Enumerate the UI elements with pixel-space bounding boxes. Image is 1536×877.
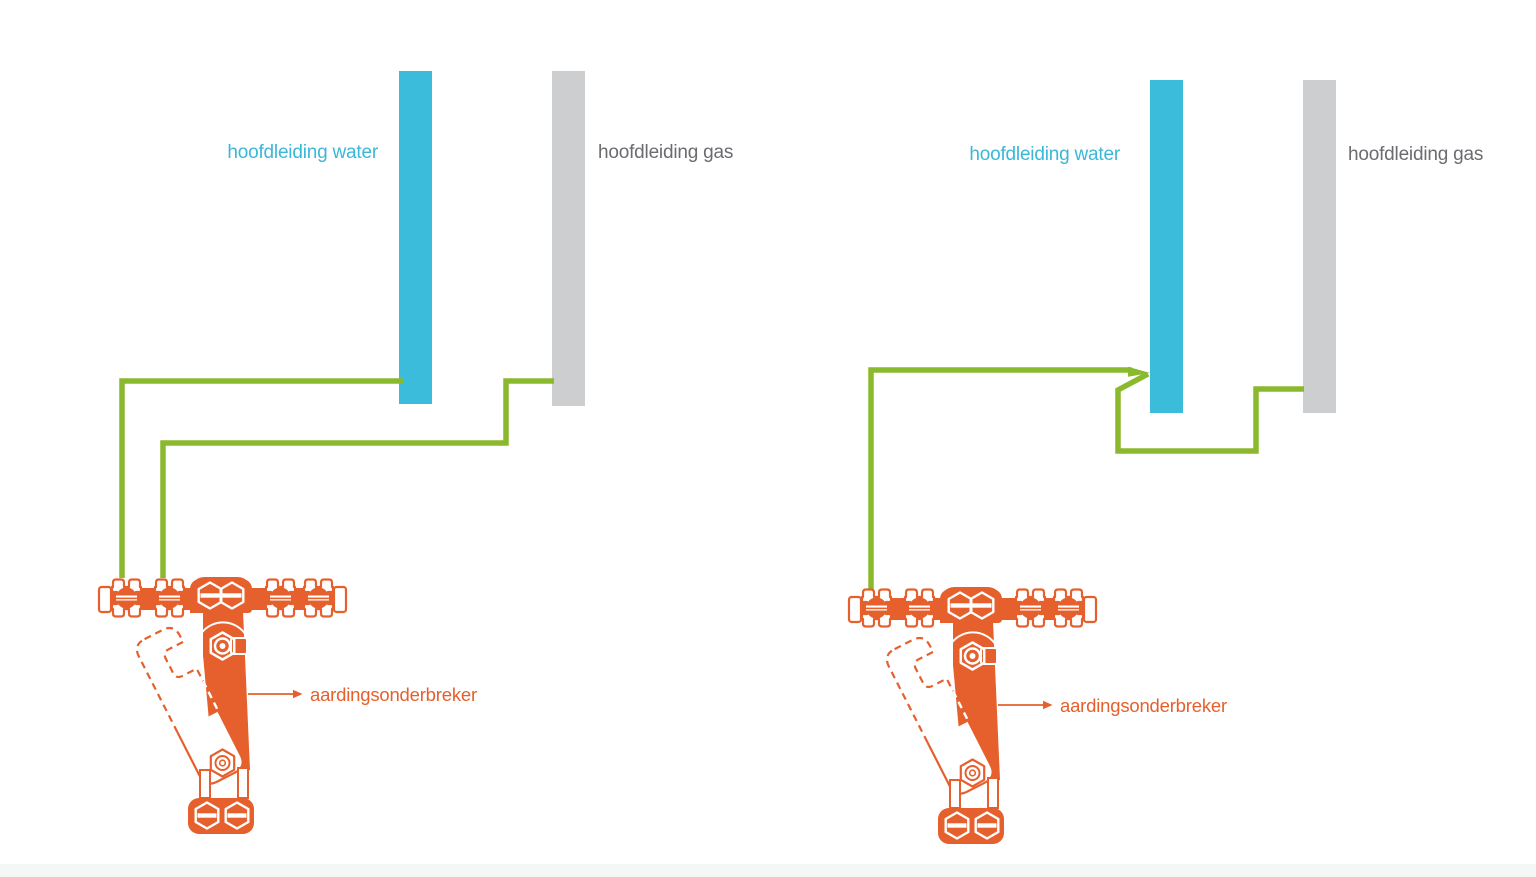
grounding-interrupter-illustration [99,577,346,834]
ground-wire-gas [160,378,554,578]
water-pipe [1150,80,1183,413]
right-diagram [849,80,1336,844]
water-pipe-label-right: hoofdleiding water [969,144,1120,165]
grounding-interrupter-illustration [849,587,1096,844]
ground-wire-water [119,378,403,578]
gas-pipe [552,71,585,406]
device-label-arrow [248,689,303,699]
ground-wire-up [868,367,1132,589]
device-label-right: aardingsonderbreker [1060,695,1227,716]
water-pipe-label-left: hoofdleiding water [227,142,378,163]
gas-pipe [1303,80,1336,413]
wire-arrow-tip [1128,366,1150,377]
footer-strip [0,864,1536,877]
gas-pipe-label-right: hoofdleiding gas [1348,144,1484,165]
device-label-left: aardingsonderbreker [310,684,477,705]
water-pipe [399,71,432,404]
gas-pipe-label-left: hoofdleiding gas [598,142,734,163]
left-diagram [99,71,585,834]
ground-wire-loop-to-gas [1115,371,1304,454]
device-label-arrow [998,700,1053,710]
